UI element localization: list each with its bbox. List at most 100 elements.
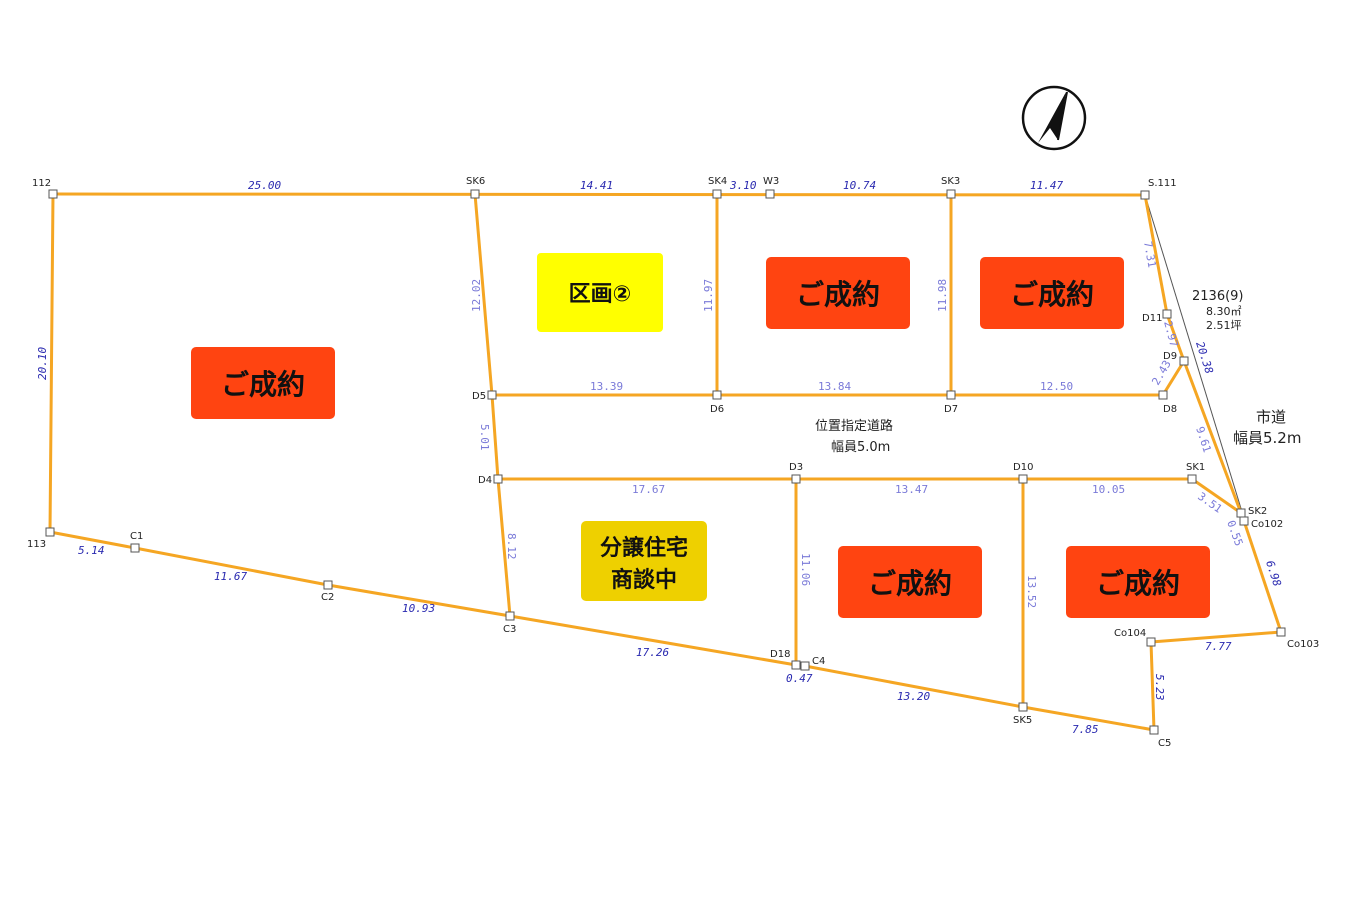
badge-negotiation: 分譲住宅 商談中 [581,521,707,601]
marker-w3 [765,189,775,199]
label-s111: S.111 [1148,178,1177,189]
badge-lot3-sold: ご成約 [766,257,910,329]
badge-lot1-text: ご成約 [221,368,305,401]
marker-co102 [1239,516,1249,526]
label-sk5: SK5 [1013,715,1032,726]
left-boundary-line [48,192,55,534]
label-co104: Co104 [1114,628,1146,639]
badge-lot1-sold: ご成約 [191,347,335,419]
dim-left: 20.10 [36,347,49,380]
label-sk3: SK3 [941,176,960,187]
dim-sk6-d5: 12.02 [470,279,483,312]
badge-lot5-text: ご成約 [868,567,952,600]
marker-co103 [1276,627,1286,637]
dim-d4-d3: 17.67 [632,483,665,496]
marker-c1 [130,543,140,553]
parcel-tsubo: 2.51坪 [1206,319,1242,332]
marker-d3 [791,474,801,484]
dim-d3-d10: 13.47 [895,483,928,496]
dim-c5-co104: 5.23 [1153,674,1166,701]
label-d7: D7 [944,404,958,415]
marker-c5 [1149,725,1159,735]
dim-bot5: 13.20 [897,690,930,703]
label-w3: W3 [763,176,779,187]
marker-113 [45,527,55,537]
dim-bot1: 5.14 [78,544,105,557]
dim-sk1-sk2: 3.51 [1195,490,1224,516]
label-d11: D11 [1142,313,1162,324]
marker-co104 [1146,637,1156,647]
marker-sk6 [470,189,480,199]
marker-c4 [800,661,810,671]
label-sk6: SK6 [466,176,485,187]
label-c3: C3 [503,624,516,635]
label-sk4: SK4 [708,176,727,187]
dim-d6-d7: 13.84 [818,380,851,393]
label-113: 113 [27,539,46,550]
label-co103: Co103 [1287,639,1319,650]
badge-negotiation-line2: 商談中 [611,567,677,593]
badge-lot2-available: 区画② [537,253,663,332]
bottom-boundary-east [508,614,1156,732]
label-c5: C5 [1158,738,1171,749]
marker-s111 [1140,190,1150,200]
dim-top1: 25.00 [248,179,281,192]
label-sk2: SK2 [1248,506,1267,517]
survey-markers [45,189,1286,735]
dim-top3: 3.10 [729,179,757,192]
dim-sk4-d6: 11.97 [702,279,715,312]
annotations: 位置指定道路 幅員5.0m 市道 幅員5.2m 2136(9) 8.30㎡ 2.… [815,289,1301,455]
marker-c3 [505,611,515,621]
city-road-label-line2: 幅員5.2m [1233,429,1301,447]
dim-d5-d4: 5.01 [478,424,491,451]
city-road-label-line1: 市道 [1256,408,1286,426]
label-co102: Co102 [1251,519,1283,530]
dim-d11-d9: 2.97 [1161,319,1180,348]
dim-bot3: 10.93 [402,602,435,615]
marker-112 [48,189,58,199]
marker-d11 [1162,309,1172,319]
east-edge-upper [1143,193,1186,397]
label-d8: D8 [1163,404,1177,415]
label-d9: D9 [1163,351,1177,362]
dim-d4-c3: 8.12 [505,533,518,560]
dim-top4: 10.74 [843,179,876,192]
label-d10: D10 [1013,462,1033,473]
dim-d7-d8: 12.50 [1040,380,1073,393]
marker-sk4 [712,189,722,199]
badge-lot3-text: ご成約 [796,278,880,311]
marker-d18 [791,660,801,670]
marker-d9 [1179,356,1189,366]
badge-lot6-sold: ご成約 [1066,546,1210,618]
badge-lot5-sold: ご成約 [838,546,982,618]
label-c4: C4 [812,656,825,667]
top-boundary-line [51,192,1147,197]
north-arrow-icon [1021,85,1087,151]
parcel-number: 2136(9) [1192,289,1244,304]
parcel-2136-boundary-line [1144,194,1244,516]
dim-bot4: 17.26 [636,646,669,659]
marker-sk2 [1236,508,1246,518]
dim-bot2: 11.67 [214,570,247,583]
marker-d5 [487,390,497,400]
dim-co104-co103: 7.77 [1205,640,1232,653]
dim-s111-d11: 7.31 [1141,240,1158,268]
road-label-line1: 位置指定道路 [815,418,893,434]
marker-sk5 [1018,702,1028,712]
dim-sk3-d7: 11.98 [936,279,949,312]
marker-d6 [712,390,722,400]
point-labels: 112 SK6 SK4 W3 SK3 S.111 D11 D9 D8 D5 D6… [27,176,1319,749]
dim-d10-sk1: 10.05 [1092,483,1125,496]
label-d4: D4 [478,475,492,486]
badge-lot6-text: ご成約 [1096,567,1180,600]
label-d5: D5 [472,391,486,402]
lot-divider-sk6-c3 [473,192,512,618]
badge-negotiation-line1: 分譲住宅 [600,535,688,561]
marker-d4 [493,474,503,484]
label-d18: D18 [770,649,790,660]
label-d3: D3 [789,462,803,473]
dim-d10-sk5: 13.52 [1025,575,1038,608]
bottom-boundary-west [48,530,512,618]
dim-diag: 20.38 [1193,340,1216,376]
